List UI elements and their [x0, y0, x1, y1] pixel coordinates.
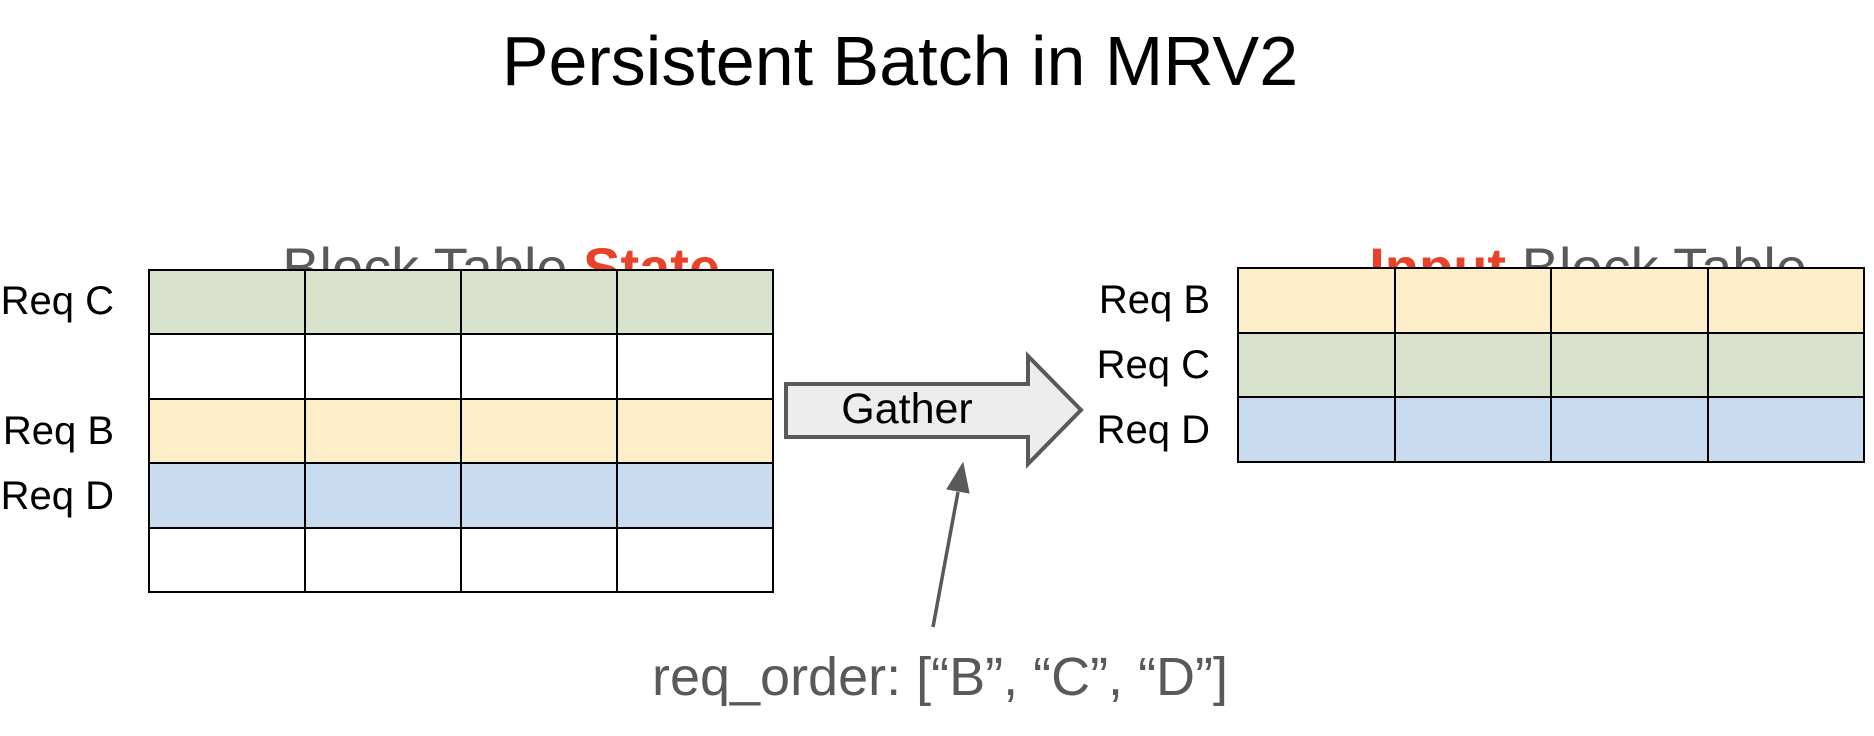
req-row-label: Req D: [0, 474, 114, 518]
table-cell: [305, 334, 461, 399]
table-cell: [149, 270, 305, 335]
table-cell: [149, 398, 305, 464]
table-cell: [305, 270, 461, 335]
block-table-state: [148, 269, 774, 593]
table-row: [149, 270, 773, 335]
table-cell: [617, 334, 773, 399]
table-cell: [1707, 268, 1864, 333]
table-row: [1238, 332, 1864, 398]
slide-title: Persistent Batch in MRV2: [501, 22, 1299, 100]
table-cell: [1238, 332, 1395, 398]
table-cell: [1238, 268, 1395, 333]
req-row-label: Req C: [1096, 343, 1210, 387]
table-cell: [1394, 332, 1551, 398]
left-table-heading: Block Table State: [220, 184, 720, 352]
req-order-annotation: req_order: [“B”, “C”, “D”]: [651, 647, 1229, 707]
annotation-arrow-line: [931, 491, 960, 628]
table-cell: [461, 463, 617, 528]
input-block-table: [1237, 267, 1865, 463]
table-cell: [461, 398, 617, 464]
req-row-label: Req C: [0, 279, 114, 323]
table-row: [1238, 268, 1864, 333]
table-cell: [149, 527, 305, 593]
req-row-label: Req D: [1096, 408, 1210, 452]
table-cell: [461, 334, 617, 399]
table-cell: [1238, 397, 1395, 463]
table-cell: [305, 527, 461, 593]
table-cell: [1394, 268, 1551, 333]
table-cell: [461, 527, 617, 593]
annotation-arrow-head: [946, 461, 970, 494]
table-row: [149, 463, 773, 528]
table-cell: [617, 463, 773, 528]
req-row-label: Req B: [2, 409, 114, 453]
table-cell: [1551, 268, 1708, 333]
table-cell: [461, 270, 617, 335]
table-cell: [617, 270, 773, 335]
table-cell: [617, 527, 773, 593]
table-row: [149, 334, 773, 399]
table-row: [149, 527, 773, 593]
table-row: [149, 398, 773, 464]
gather-arrow-label: Gather: [841, 385, 973, 433]
table-cell: [149, 334, 305, 399]
table-cell: [1707, 332, 1864, 398]
table-cell: [305, 463, 461, 528]
table-row: [1238, 397, 1864, 463]
table-cell: [1551, 332, 1708, 398]
req-row-label: Req B: [1098, 278, 1210, 322]
table-cell: [1394, 397, 1551, 463]
table-cell: [1551, 397, 1708, 463]
table-cell: [1707, 397, 1864, 463]
table-cell: [617, 398, 773, 464]
table-cell: [305, 398, 461, 464]
table-cell: [149, 463, 305, 528]
